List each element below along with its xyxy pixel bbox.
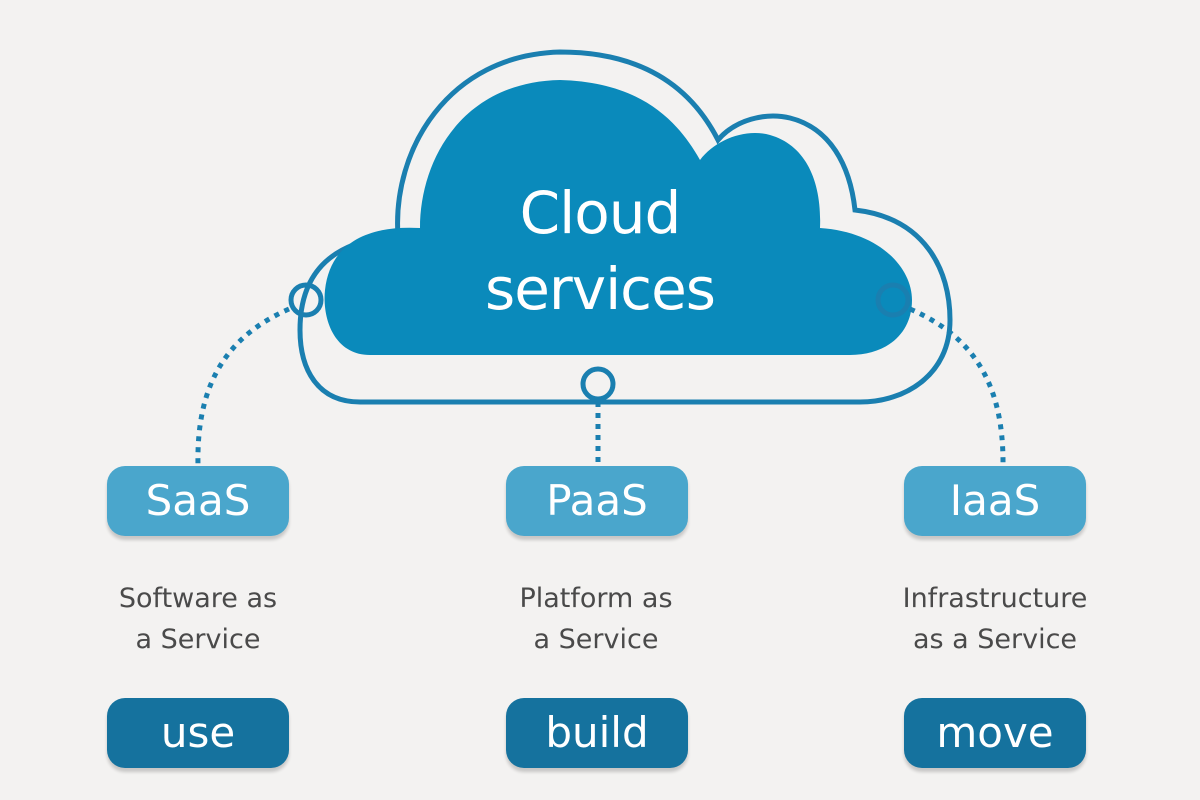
connector-ring-left xyxy=(288,282,324,318)
iaas-verb-badge: move xyxy=(904,698,1086,768)
paas-verb-badge: build xyxy=(506,698,688,768)
cloud-title: Cloud services xyxy=(400,175,800,327)
cloud-shape xyxy=(324,80,912,355)
saas-badge: SaaS xyxy=(107,466,289,536)
cloud-title-line2: services xyxy=(485,255,716,323)
paas-description: Platform as a Service xyxy=(476,578,716,660)
iaas-description-line2: as a Service xyxy=(912,624,1078,655)
cloud-title-line1: Cloud xyxy=(519,179,682,247)
connector-ring-center xyxy=(580,366,616,402)
iaas-description: Infrastructure as a Service xyxy=(875,578,1115,660)
iaas-description-line1: Infrastructure xyxy=(902,583,1088,614)
saas-description-line2: a Service xyxy=(135,624,261,655)
paas-badge: PaaS xyxy=(506,466,688,536)
saas-description: Software as a Service xyxy=(78,578,318,660)
connector-ring-right xyxy=(875,282,911,318)
saas-verb-badge: use xyxy=(107,698,289,768)
connector-line-iaas xyxy=(909,306,1006,467)
paas-description-line1: Platform as xyxy=(519,583,673,614)
cloud-outline xyxy=(297,49,953,405)
saas-description-line1: Software as xyxy=(118,583,278,614)
iaas-badge: IaaS xyxy=(904,466,1086,536)
connector-line-saas xyxy=(195,306,291,467)
paas-description-line2: a Service xyxy=(533,624,659,655)
